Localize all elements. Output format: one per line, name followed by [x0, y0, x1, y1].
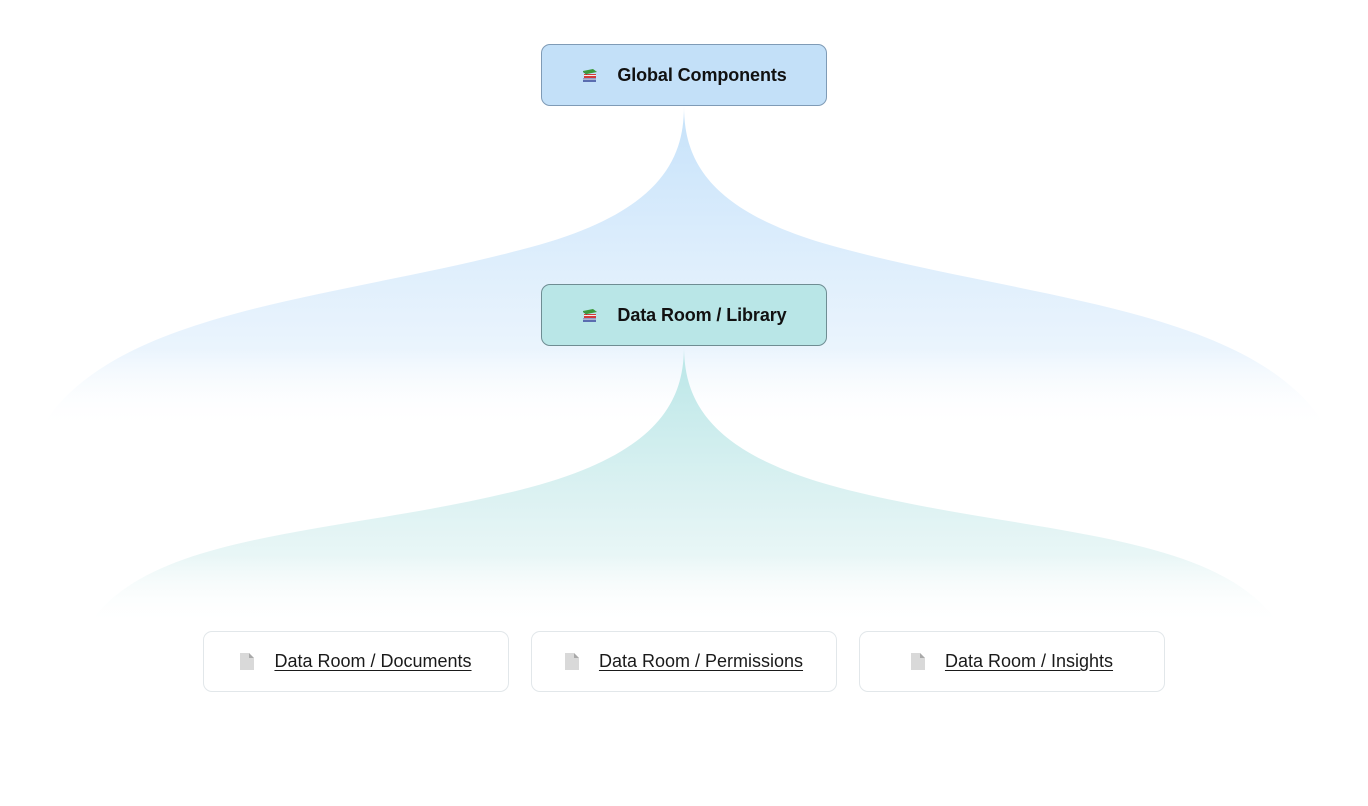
leaf-data-room-documents[interactable]: Data Room / Documents	[203, 631, 509, 692]
connector-root-to-middle	[40, 106, 1328, 430]
node-data-room-library[interactable]: Data Room / Library	[541, 284, 827, 346]
leaf-link[interactable]: Data Room / Insights	[944, 651, 1114, 671]
node-global-components[interactable]: Global Components	[541, 44, 827, 106]
books-icon	[581, 306, 599, 324]
connector-middle-to-leaves	[88, 346, 1280, 626]
node-label: Global Components	[617, 64, 787, 85]
leaf-data-room-permissions[interactable]: Data Room / Permissions	[531, 631, 837, 692]
leaf-data-room-insights[interactable]: Data Room / Insights	[859, 631, 1165, 692]
books-icon	[581, 66, 599, 84]
leaf-link[interactable]: Data Room / Documents	[274, 651, 472, 671]
document-icon	[240, 653, 255, 670]
node-label: Data Room / Library	[617, 304, 787, 325]
document-icon	[910, 653, 925, 670]
document-icon	[564, 653, 579, 670]
leaf-link[interactable]: Data Room / Permissions	[598, 651, 804, 671]
